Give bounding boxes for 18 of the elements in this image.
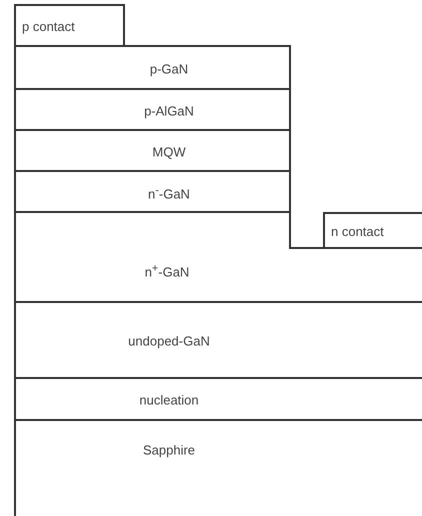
layer-label: undoped-GaN: [128, 334, 210, 348]
layer-label: Sapphire: [142, 442, 196, 458]
layer-box: [14, 377, 422, 421]
layer-box: [14, 88, 291, 131]
contact-pad: [14, 4, 125, 46]
layer-box: [14, 45, 291, 90]
layer-box: [14, 129, 291, 172]
layer-label: p-AlGaN: [144, 103, 194, 118]
layer-label: p contact: [22, 18, 75, 34]
contact-pad: [323, 212, 422, 249]
layer-label: n$^{-}$-GaN: [148, 184, 190, 202]
layer-label: n contact: [331, 224, 384, 239]
layer-box: [14, 170, 291, 213]
layer-label: p-GaN: [150, 61, 188, 76]
substrate-layer: [14, 419, 422, 516]
layer-label: MQW: [152, 144, 186, 159]
layer-label: nucleation: [139, 392, 199, 408]
layer-label: n$^{+}$-GaN: [144, 262, 190, 280]
